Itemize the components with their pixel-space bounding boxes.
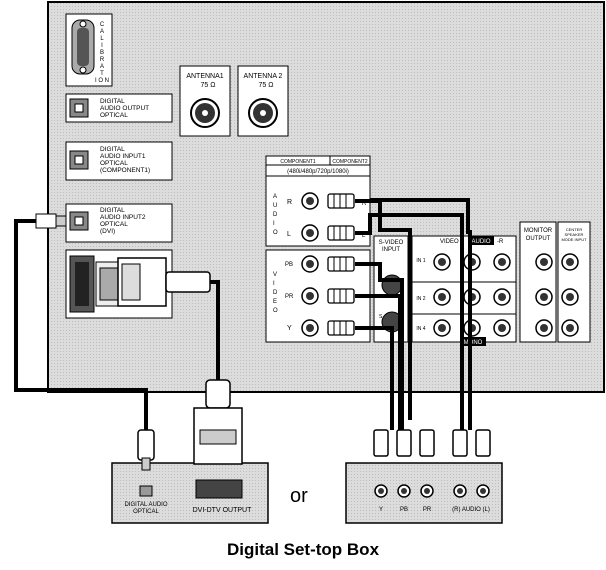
- digital-audio-output-line3: OPTICAL: [100, 112, 128, 119]
- or-text: or: [290, 485, 308, 507]
- digital-audio-input2-line2: AUDIO INPUT2: [100, 214, 146, 221]
- calibration-label: C: [100, 22, 105, 28]
- svg-text:D: D: [273, 212, 278, 218]
- audio-vertical-label: A: [273, 194, 277, 200]
- svg-text:I O N: I O N: [95, 78, 109, 84]
- antenna1-impedance: 75 Ω: [201, 82, 216, 89]
- antenna2-label: ANTENNA 2: [244, 73, 283, 80]
- box-y-label: Y: [379, 507, 383, 513]
- monitor-output-label1: MONITOR: [524, 228, 553, 234]
- box-pb-label: PB: [400, 507, 408, 513]
- digital-audio-input1-line4: (COMPONENT1): [100, 167, 150, 174]
- box-dvi-output-label: DVI-DTV OUTPUT: [193, 507, 252, 514]
- svg-text:L: L: [100, 36, 104, 42]
- video-vertical-label: V: [273, 272, 277, 278]
- dvi-plug-bottom: [193, 379, 243, 465]
- digital-audio-input1-line3: OPTICAL: [100, 160, 128, 167]
- optical-cable: [14, 219, 148, 430]
- audio-l-label: L: [287, 231, 291, 238]
- svg-text:E: E: [273, 299, 277, 305]
- center-speaker-block: CENTER SPEAKER MODE INPUT: [557, 221, 591, 343]
- center-speaker-line3: MODE INPUT: [561, 237, 587, 242]
- svg-text:I: I: [273, 221, 275, 227]
- svg-text:B: B: [100, 50, 104, 56]
- digital-audio-output-jack: DIGITAL AUDIO OUTPUT OPTICAL: [65, 93, 173, 123]
- digital-audio-output-line1: DIGITAL: [100, 98, 125, 105]
- audio-r-label: R: [287, 199, 292, 206]
- component-settop-box: Y PB PR (R) AUDIO (L): [345, 462, 503, 524]
- video-header: VIDEO: [440, 239, 459, 245]
- component2-label: COMPONENT2: [332, 159, 368, 165]
- dvi-settop-box: DIGITAL AUDIO OPTICAL DVI-DTV OUTPUT: [111, 462, 269, 524]
- svg-text:A: A: [100, 64, 104, 70]
- in4-label: IN 4: [416, 326, 425, 332]
- box-pr-label: PR: [423, 507, 432, 513]
- svg-text:L: L: [362, 233, 366, 239]
- svg-text:O: O: [273, 308, 278, 314]
- digital-audio-input2-line1: DIGITAL: [100, 207, 125, 214]
- mono-label: MONO: [464, 340, 483, 346]
- svg-text:A: A: [100, 29, 104, 35]
- svg-text:I: I: [101, 43, 103, 49]
- digital-audio-input2-jack: DIGITAL AUDIO INPUT2 OPTICAL (DVI): [65, 203, 173, 243]
- optical-plug-top: [35, 213, 67, 229]
- component-formats-label: (480i/480p/720p/1080i): [287, 169, 349, 175]
- svg-text:D: D: [273, 290, 278, 296]
- pb-label: PB: [285, 262, 293, 268]
- svg-text:R: R: [362, 201, 367, 207]
- optical-plug-bottom: [137, 429, 155, 471]
- monitor-output-block: MONITOR OUTPUT: [519, 221, 557, 343]
- page-caption: Digital Set-top Box: [226, 540, 380, 559]
- svg-text:U: U: [273, 203, 277, 209]
- digital-audio-input2-line4: (DVI): [100, 228, 115, 235]
- digital-audio-output-line2: AUDIO OUTPUT: [100, 105, 149, 112]
- antenna2-impedance: 75 Ω: [259, 82, 274, 89]
- in2-label: IN 2: [416, 296, 425, 302]
- calibration-port: C A L I B R A T I O N: [65, 13, 113, 87]
- component-input-block: COMPONENT1 COMPONENT2 (480i/480p/720p/10…: [265, 155, 371, 343]
- box-optical-label2: OPTICAL: [133, 509, 159, 515]
- digital-audio-input1-jack: DIGITAL AUDIO INPUT1 OPTICAL (COMPONENT1…: [65, 141, 173, 181]
- svg-text:R: R: [100, 57, 105, 63]
- svideo-label-line2: INPUT: [382, 247, 400, 253]
- in1-label: IN 1: [416, 258, 425, 264]
- audio-header: AUDIO: [471, 239, 490, 245]
- center-speaker-line2: SPEAKER: [565, 232, 584, 237]
- box-optical-label1: DIGITAL AUDIO: [124, 502, 167, 508]
- antenna1-label: ANTENNA1: [186, 73, 223, 80]
- dvi-plug-top: [117, 257, 211, 307]
- pr-label: PR: [285, 294, 294, 300]
- y-label: Y: [287, 325, 292, 332]
- center-speaker-line1: CENTER: [566, 227, 583, 232]
- box-audio-label: (R) AUDIO (L): [452, 507, 490, 513]
- dvi-cable: [210, 280, 220, 380]
- antenna1-jack: ANTENNA1 75 Ω: [179, 65, 231, 137]
- svg-text:I: I: [273, 281, 275, 287]
- antenna2-jack: ANTENNA 2 75 Ω: [237, 65, 289, 137]
- svg-text:O: O: [273, 230, 278, 236]
- digital-audio-input1-line1: DIGITAL: [100, 146, 125, 153]
- svideo-label-line1: S-VIDEO: [379, 240, 404, 246]
- svg-text:S: S: [379, 314, 383, 320]
- svg-text:-R: -R: [497, 239, 504, 245]
- component-cables: [355, 198, 472, 430]
- digital-audio-input2-line3: OPTICAL: [100, 221, 128, 228]
- component-plugs-bottom: [373, 429, 491, 457]
- svg-text:T: T: [100, 71, 104, 77]
- component1-label: COMPONENT1: [280, 159, 316, 165]
- digital-audio-input1-line2: AUDIO INPUT1: [100, 153, 146, 160]
- monitor-output-label2: OUTPUT: [526, 236, 551, 242]
